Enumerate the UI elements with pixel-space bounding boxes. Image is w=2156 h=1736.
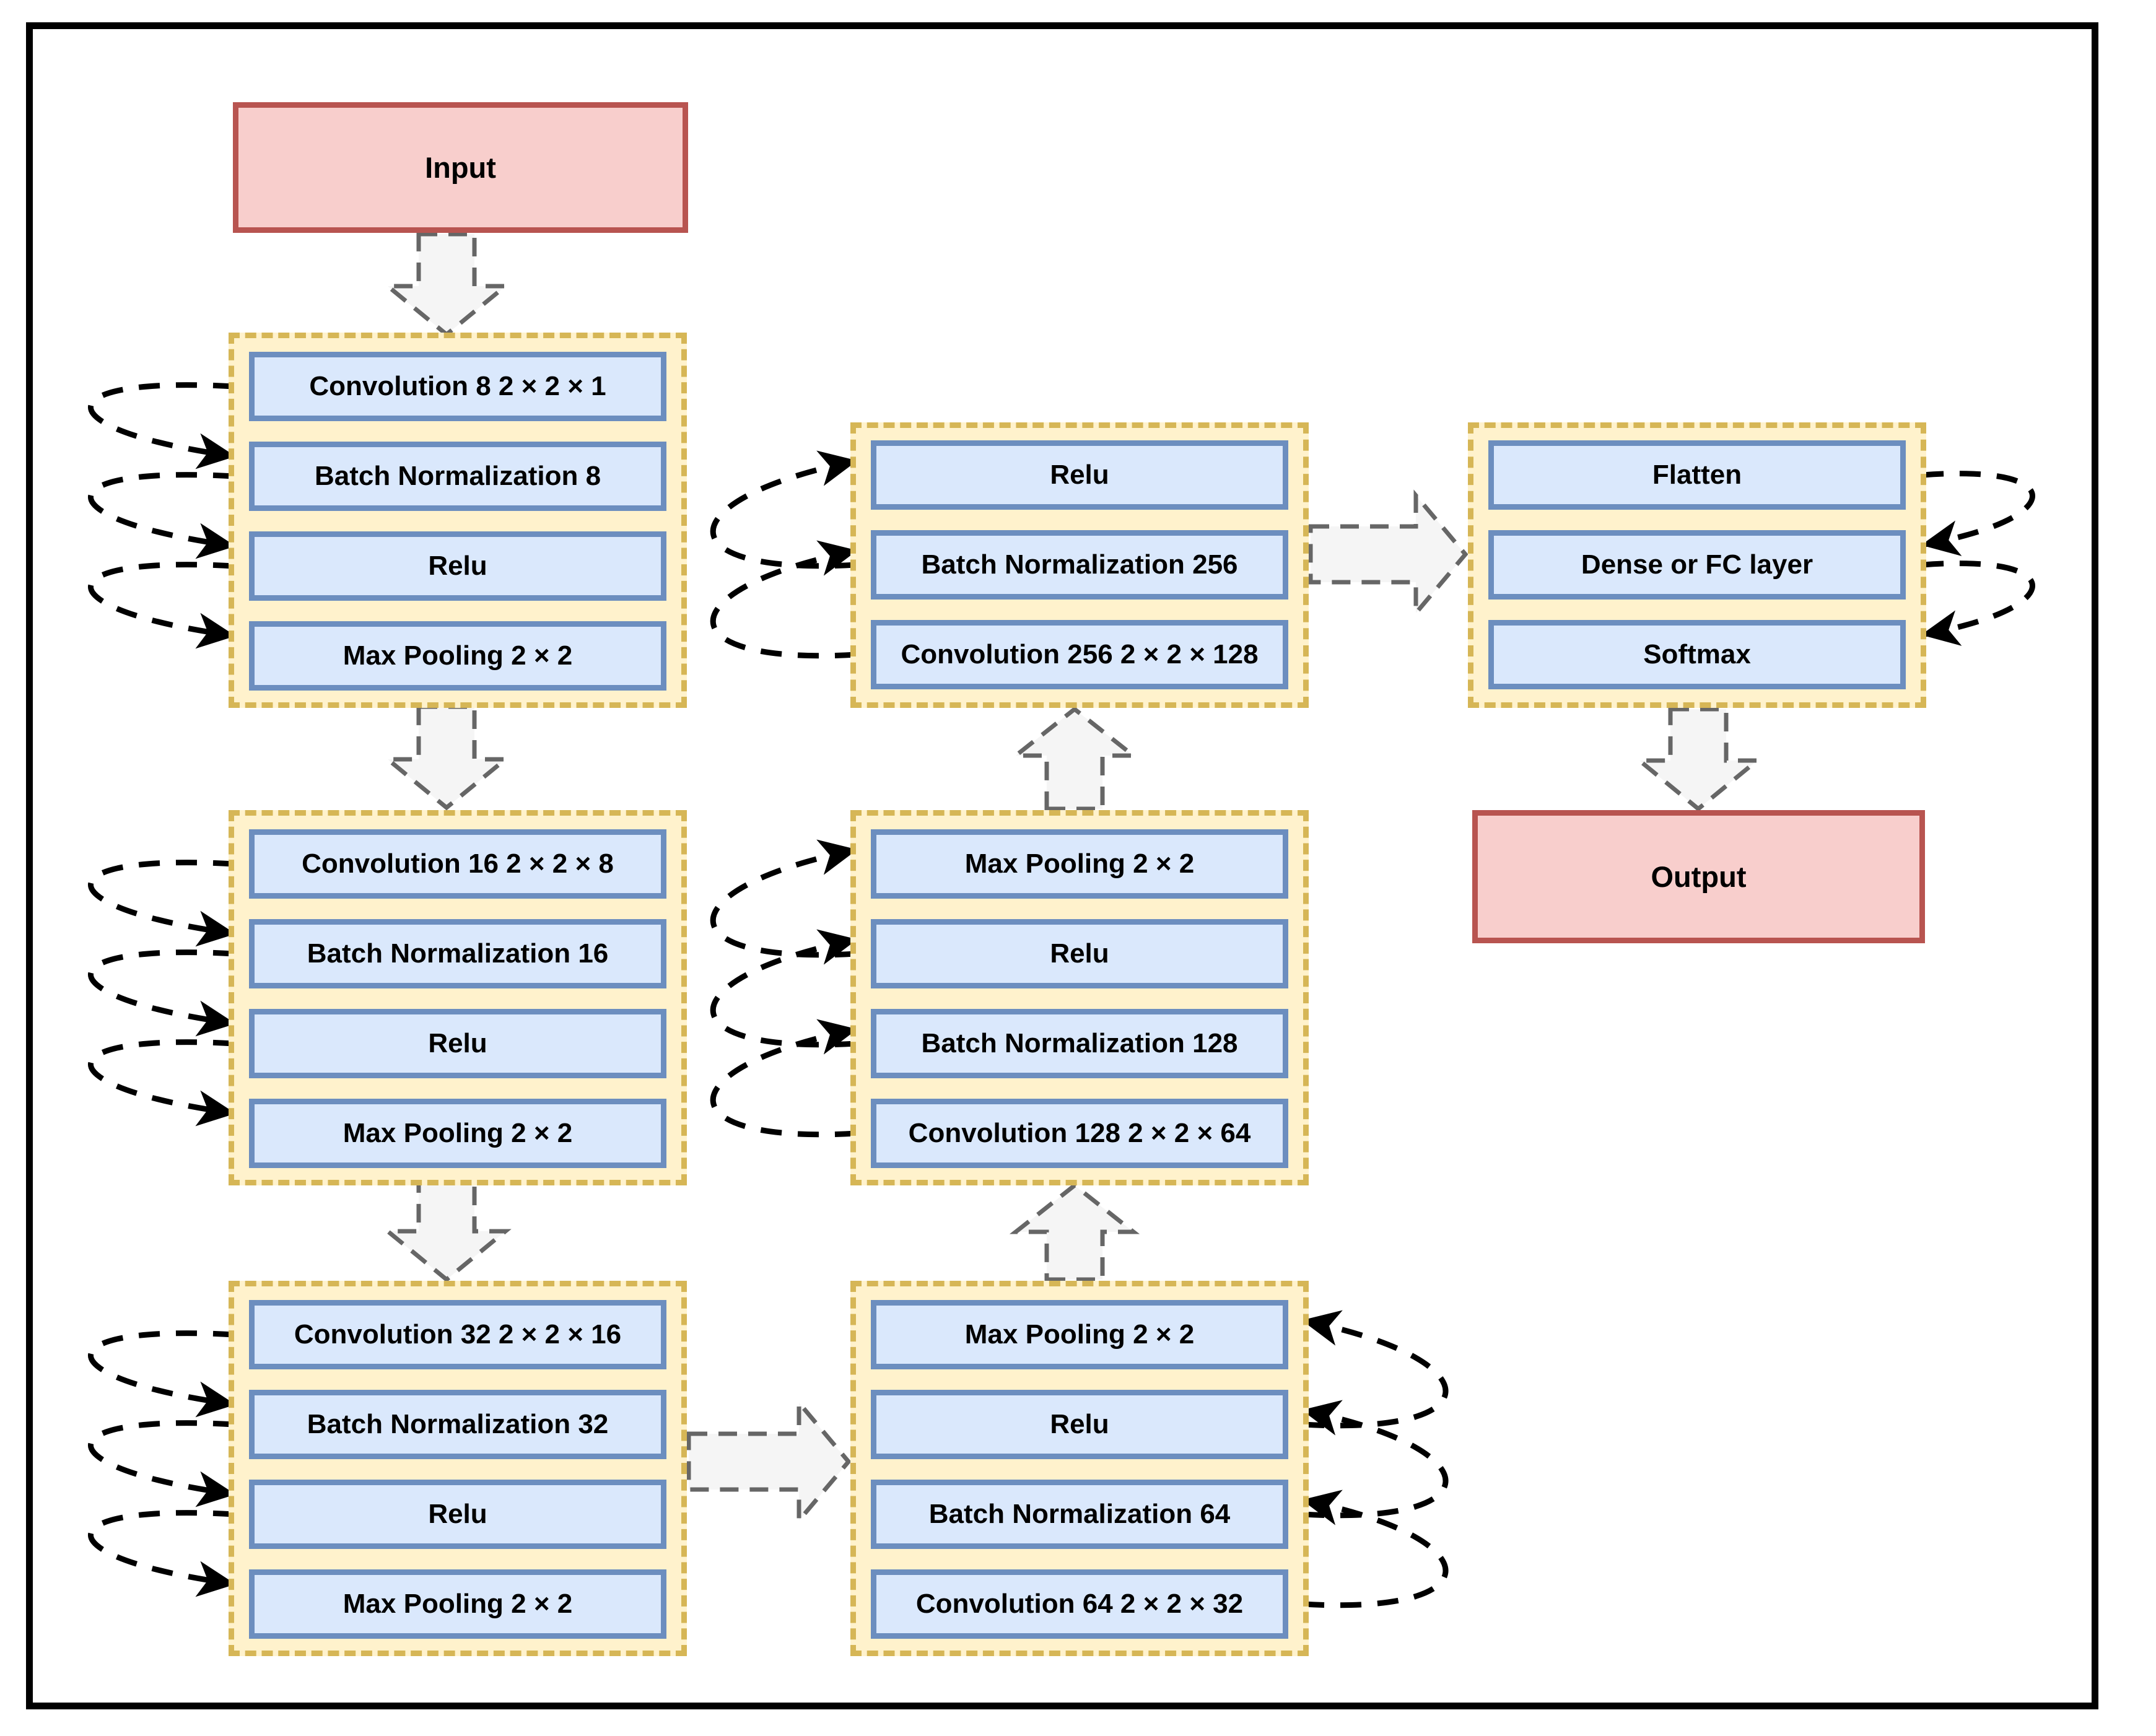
layer-relu: Relu (249, 531, 666, 601)
layer-batchnorm-8: Batch Normalization 8 (249, 442, 666, 511)
outer-border (26, 22, 2098, 1709)
layer-batchnorm-64: Batch Normalization 64 (871, 1480, 1288, 1549)
layer-batchnorm-256: Batch Normalization 256 (871, 530, 1288, 600)
layer-maxpooling: Max Pooling 2 × 2 (249, 1569, 666, 1639)
layer-softmax: Softmax (1488, 620, 1906, 689)
layer-relu: Relu (249, 1009, 666, 1078)
conv-block-2: Convolution 16 2 × 2 × 8 Batch Normaliza… (229, 810, 687, 1185)
layer-maxpooling: Max Pooling 2 × 2 (249, 621, 666, 691)
layer-flatten: Flatten (1488, 440, 1906, 510)
layer-dense-fc: Dense or FC layer (1488, 530, 1906, 600)
layer-maxpooling: Max Pooling 2 × 2 (249, 1099, 666, 1168)
layer-relu: Relu (871, 440, 1288, 510)
layer-convolution-64: Convolution 64 2 × 2 × 32 (871, 1569, 1288, 1639)
input-node: Input (233, 102, 688, 233)
conv-block-5: Max Pooling 2 × 2 Relu Batch Normalizati… (850, 810, 1309, 1185)
layer-convolution-16: Convolution 16 2 × 2 × 8 (249, 829, 666, 899)
conv-block-6: Relu Batch Normalization 256 Convolution… (850, 422, 1309, 708)
layer-relu: Relu (249, 1480, 666, 1549)
layer-convolution-256: Convolution 256 2 × 2 × 128 (871, 620, 1288, 689)
layer-maxpooling: Max Pooling 2 × 2 (871, 1300, 1288, 1369)
output-node: Output (1472, 810, 1925, 943)
layer-maxpooling: Max Pooling 2 × 2 (871, 829, 1288, 899)
layer-relu: Relu (871, 1390, 1288, 1459)
conv-block-4: Max Pooling 2 × 2 Relu Batch Normalizati… (850, 1281, 1309, 1656)
layer-batchnorm-32: Batch Normalization 32 (249, 1390, 666, 1459)
layer-convolution-8: Convolution 8 2 × 2 × 1 (249, 352, 666, 421)
layer-relu: Relu (871, 919, 1288, 988)
layer-batchnorm-128: Batch Normalization 128 (871, 1009, 1288, 1078)
layer-convolution-32: Convolution 32 2 × 2 × 16 (249, 1300, 666, 1369)
layer-convolution-128: Convolution 128 2 × 2 × 64 (871, 1099, 1288, 1168)
classifier-block: Flatten Dense or FC layer Softmax (1468, 422, 1926, 708)
conv-block-3: Convolution 32 2 × 2 × 16 Batch Normaliz… (229, 1281, 687, 1656)
layer-batchnorm-16: Batch Normalization 16 (249, 919, 666, 988)
conv-block-1: Convolution 8 2 × 2 × 1 Batch Normalizat… (229, 333, 687, 708)
